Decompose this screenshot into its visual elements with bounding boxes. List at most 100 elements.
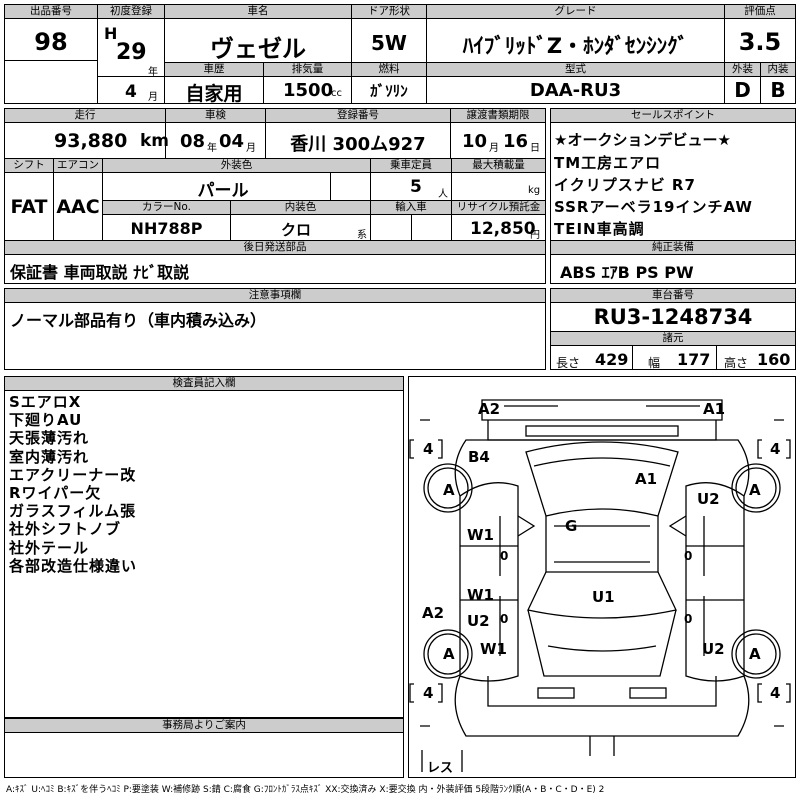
grade: ﾊｲﾌﾞﾘｯﾄﾞZ・ﾎﾝﾀﾞｾﾝｼﾝｸﾞ [462, 34, 689, 58]
displacement-unit: cc [331, 88, 342, 99]
office-box [4, 718, 404, 778]
history-label: 車歴 [165, 63, 263, 77]
recycle-unit: 円 [530, 230, 540, 241]
vehicle-info-table [4, 108, 546, 284]
mark-zero: 0 [500, 612, 509, 626]
int-color: クロ [280, 221, 311, 239]
transfer-month-unit: 月 [489, 143, 499, 154]
mark-tire-rl: 4 [423, 684, 434, 702]
mileage-label: 走行 [5, 109, 165, 123]
shift-label: シフト [5, 159, 53, 173]
mark-tire-rr: 4 [770, 684, 781, 702]
insp-year: 08 [180, 131, 206, 152]
inspector-line: ガラスフィルム張 [9, 502, 137, 521]
displacement: 1500 [283, 80, 334, 101]
int-score: B [770, 78, 786, 102]
mark-cabin-floor: U1 [592, 588, 615, 606]
transfer-day: 16 [503, 131, 529, 152]
mark-tire-fr: 4 [770, 440, 781, 458]
inspector-line: SエアロX [9, 393, 82, 411]
mileage-unit: km [140, 131, 170, 151]
inspector-line: 室内薄汚れ [9, 447, 90, 466]
reg-month: 4 [125, 82, 137, 102]
car-diagram [409, 399, 791, 772]
notes-box [4, 288, 546, 370]
mark-tire-fl: 4 [423, 440, 434, 458]
width-label: 幅 [648, 356, 661, 370]
sales-point-item: ★オークションデビュー★ [554, 131, 731, 149]
fuel: ｶﾞｿﾘﾝ [370, 82, 408, 100]
transfer-month: 10 [462, 131, 488, 152]
ac-label: エアコン [54, 159, 102, 173]
equipment-label: 純正装備 [551, 241, 795, 255]
int-label: 内装 [761, 63, 795, 77]
recycle-label: リサイクル預託金 [452, 201, 545, 215]
capacity-unit: 人 [438, 189, 448, 200]
inspector-box [4, 376, 404, 718]
ac: AAC [56, 196, 100, 218]
mark-hood: A1 [635, 470, 658, 488]
ext-label: 外装 [725, 63, 760, 77]
year-unit: 年 [148, 67, 158, 78]
chassis-number: RU3-1248734 [593, 305, 753, 329]
mark-roof: G [565, 517, 578, 535]
score-label: 評価点 [725, 5, 795, 19]
car-name: ヴェゼル [210, 35, 306, 63]
header-table [4, 4, 796, 104]
chassis-label: 車台番号 [551, 289, 795, 303]
length: 429 [595, 350, 629, 369]
reg-no: 香川 300ム927 [290, 134, 426, 155]
lot-no: 98 [34, 28, 68, 56]
int-color-label: 内装色 [231, 201, 370, 215]
mark-wheel-rl: A [443, 645, 455, 663]
door-label: ドア形状 [352, 5, 426, 19]
notes: ノーマル部品有り（車内積み込み） [10, 311, 267, 330]
month-unit: 月 [148, 92, 158, 103]
insp-year-unit: 年 [207, 143, 217, 154]
height: 160 [757, 350, 791, 369]
notes-label: 注意事項欄 [5, 289, 545, 303]
insp-month: 04 [219, 131, 245, 152]
chassis-box [550, 288, 796, 370]
mark-right-rear: U2 [702, 640, 725, 658]
max-load-label: 最大積載量 [452, 159, 545, 173]
inspection-label: 車検 [166, 109, 265, 123]
ext-score: D [734, 78, 751, 102]
inspector-lines: SエアロX 下廻りAU 天張薄汚れ 室内薄汚れ エアクリーナー改 Rワイパー欠 … [9, 393, 137, 575]
reg-no-label: 登録番号 [266, 109, 450, 123]
later-parts-label: 後日発送部品 [5, 241, 545, 255]
insp-month-unit: 月 [246, 143, 256, 154]
int-color-unit: 系 [357, 230, 367, 241]
first-reg-label: 初度登録 [98, 5, 164, 19]
mark-left-front-door: W1 [467, 526, 494, 544]
displacement-label: 排気量 [264, 63, 351, 77]
mark-front-right-corner: A1 [703, 400, 726, 418]
capacity: 5 [410, 177, 422, 197]
reg-year: 29 [116, 40, 147, 65]
mark-zero: 0 [684, 549, 693, 563]
transfer-day-unit: 日 [530, 143, 540, 154]
color-no: NH788P [130, 219, 203, 238]
sales-points-box [550, 108, 796, 284]
recycle: 12,850 [470, 219, 536, 239]
inspector-label: 検査員記入欄 [5, 377, 403, 391]
width: 177 [677, 350, 711, 369]
model: DAA-RU3 [529, 80, 622, 101]
grade-label: グレード [427, 5, 724, 19]
lot-no-label: 出品番号 [5, 5, 97, 19]
max-load-unit: kg [528, 185, 541, 196]
mark-right-front: U2 [697, 490, 720, 508]
era: H [104, 24, 118, 43]
mark-zero: 0 [684, 612, 693, 626]
inspector-line: Rワイパー欠 [9, 484, 102, 503]
inspector-line: 各部改造仕様違い [9, 556, 138, 575]
ext-color: パール [197, 181, 249, 201]
ext-color-label: 外装色 [103, 159, 370, 173]
office-label: 事務局よりご案内 [5, 719, 403, 733]
sales-point-item: SSRアーベラ19インチAW [554, 198, 753, 216]
length-label: 長さ [556, 356, 581, 370]
mark-left-rear-door: W1 [467, 586, 494, 604]
later-parts: 保証書 車両取説 ﾅﾋﾞ取説 [10, 263, 190, 282]
sales-points-label: セールスポイント [551, 109, 795, 123]
mark-wheel-fl: A [443, 481, 455, 499]
